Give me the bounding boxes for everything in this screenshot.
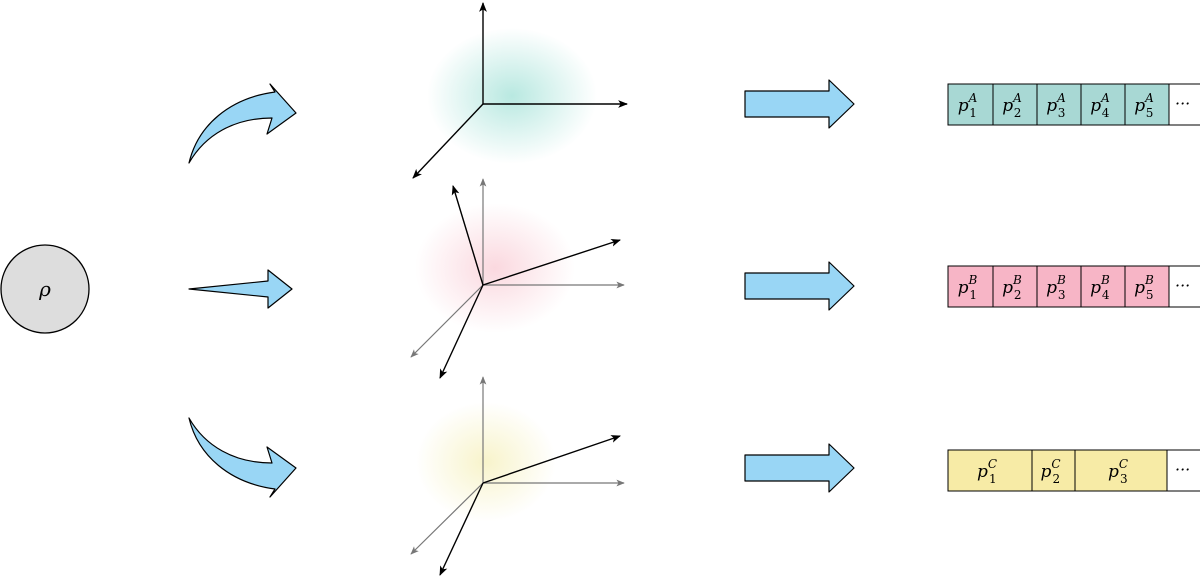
basis-a-axis-diag [412,103,484,179]
state-label: ρ [38,277,51,301]
basis-b-axis-1 [451,185,484,286]
basis-c-axis-1 [482,435,621,484]
basis-b-ref-axis-diag [410,284,484,358]
basis-c-ref-axis-diag [410,482,484,555]
curved-arrow-to-basis-a [188,83,297,164]
quantum-state: ρ [0,244,90,334]
result-arrow-a [744,79,855,129]
basis-b [410,178,625,379]
result-arrow-c [744,443,855,493]
result-arrow-b [744,261,855,311]
ellipsis: ··· [1175,460,1190,479]
ellipsis: ··· [1175,276,1190,295]
basis-c [410,376,625,576]
basis-a-glow [427,28,597,164]
basis-b-axis-2 [482,239,621,286]
curved-arrow-to-basis-c [188,417,297,498]
basis-c-glow [416,402,556,522]
ellipsis: ··· [1175,94,1190,113]
basis-c-axis-2 [439,482,484,576]
straight-arrow-to-basis-b [188,269,293,309]
basis-b-axis-3 [439,284,484,379]
basis-a [412,2,628,179]
basis-b-glow [415,203,575,333]
